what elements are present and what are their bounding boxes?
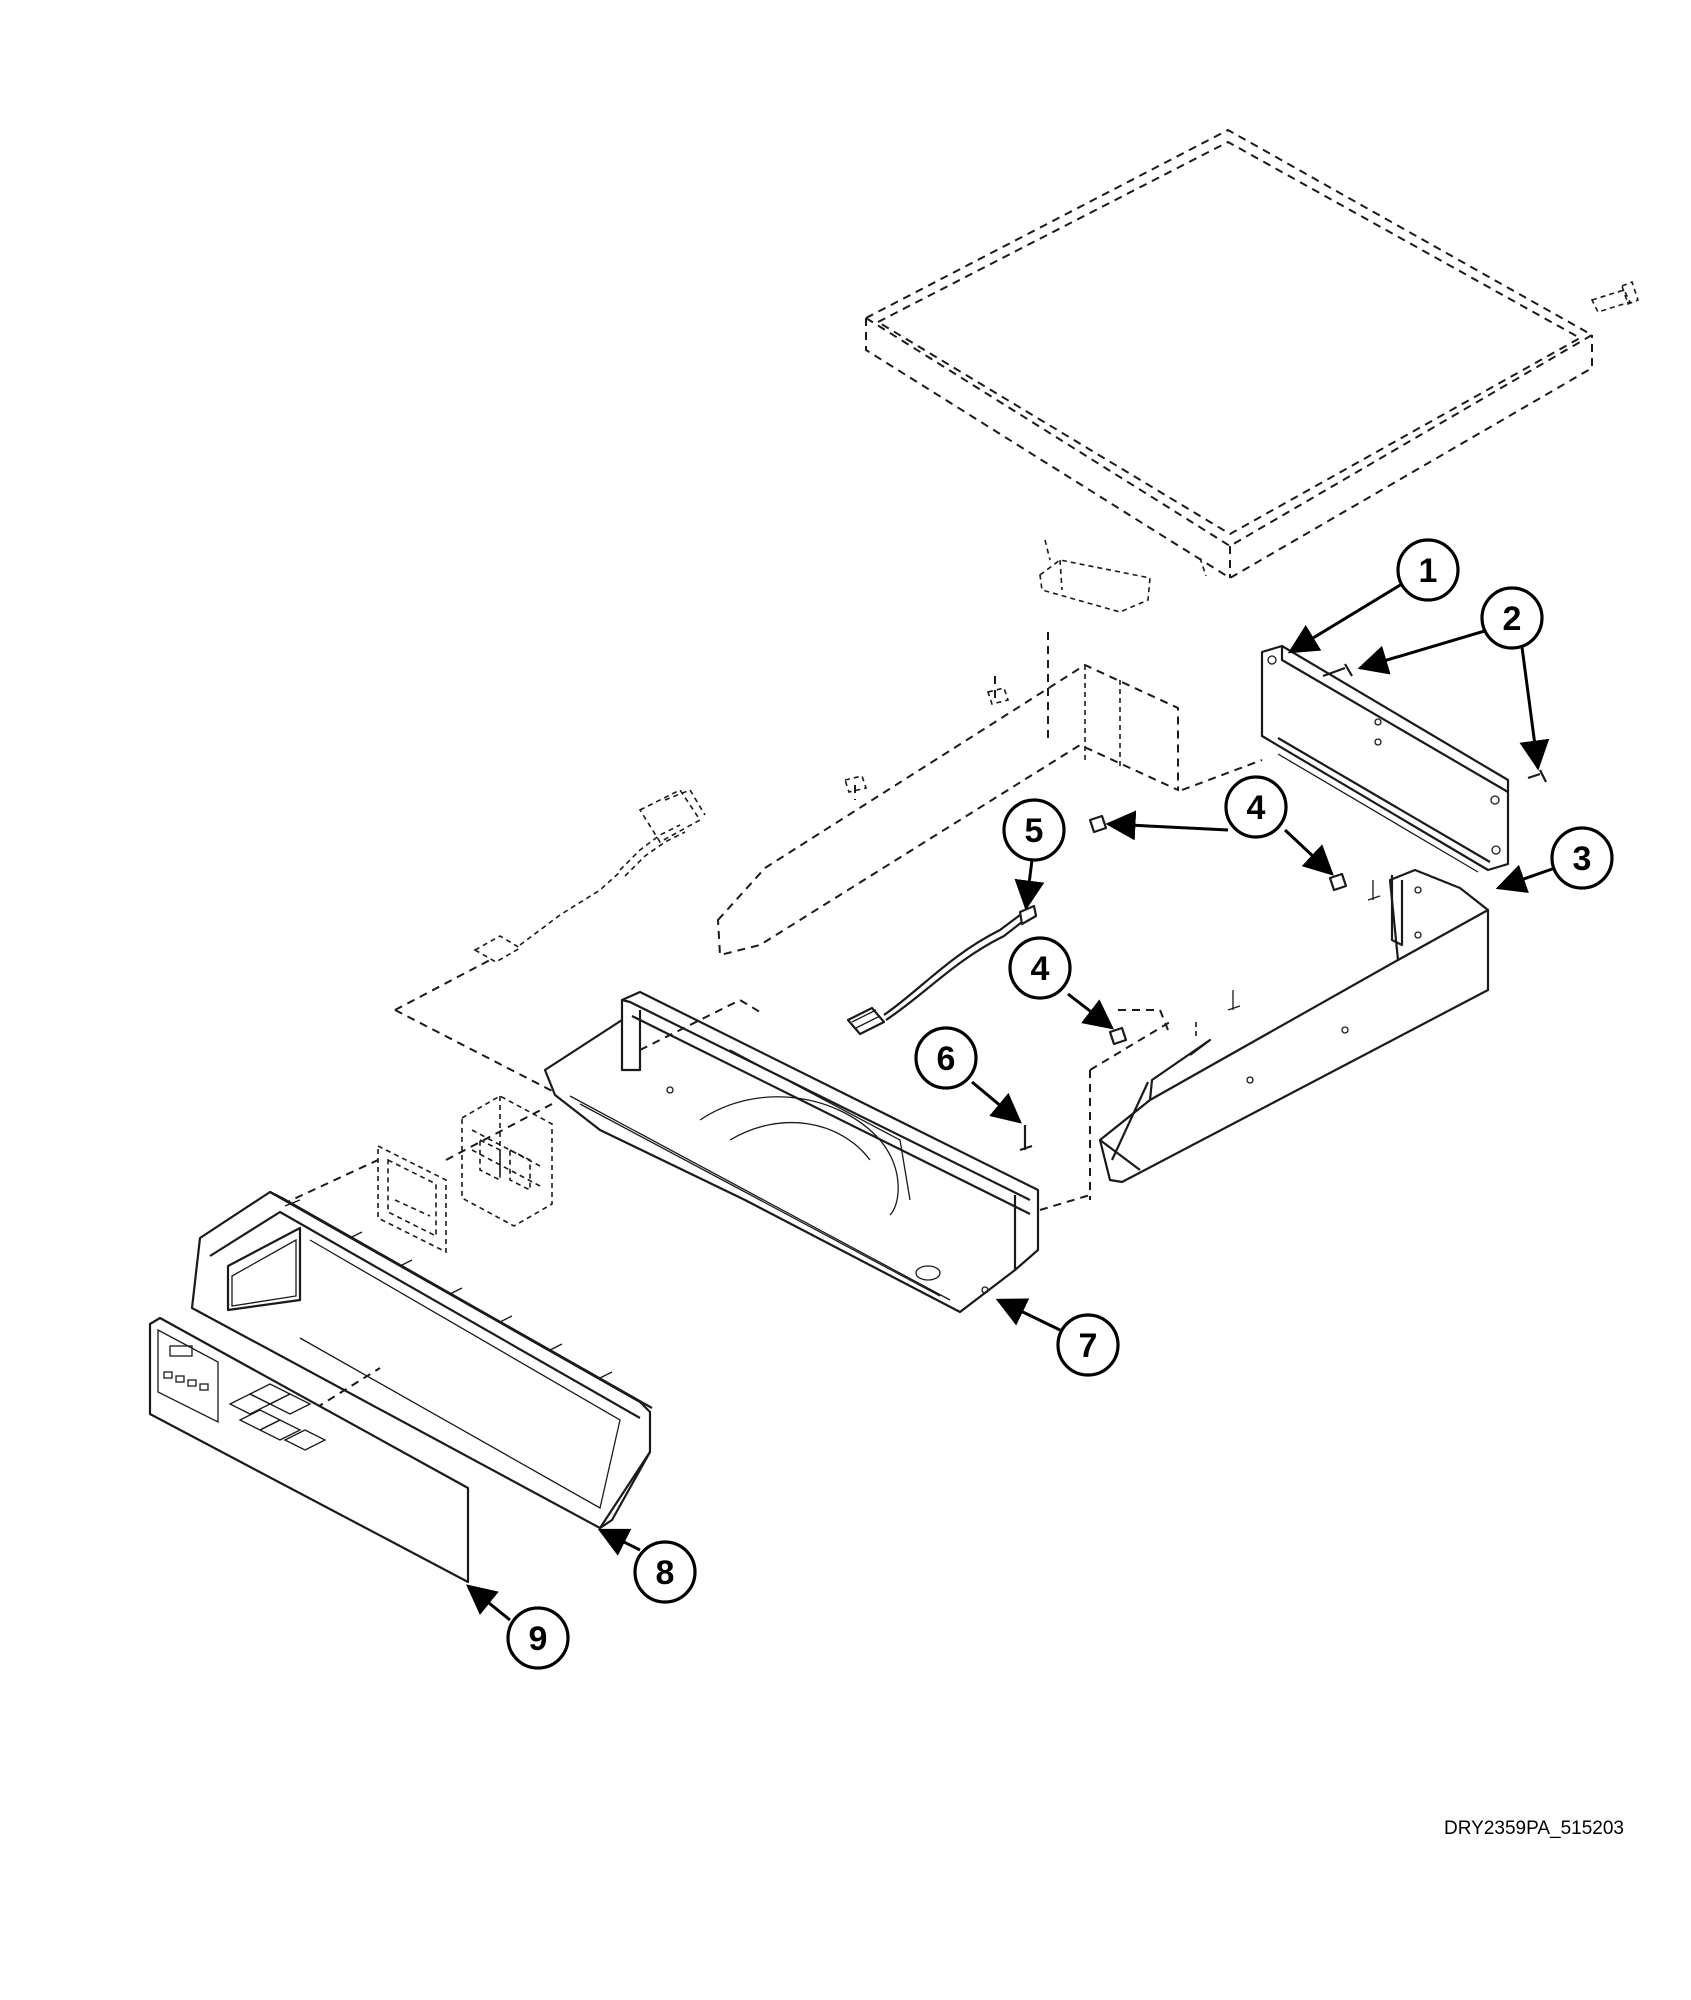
top-cover (863, 128, 1595, 580)
screw-part-6 (1019, 1125, 1033, 1152)
wire-harness-upper (394, 788, 706, 1096)
display-board (377, 1144, 447, 1254)
callout-9: 9 (506, 1606, 570, 1670)
callout-4-lower: 4 (1008, 936, 1072, 1000)
clip-part-4-b (1328, 872, 1348, 892)
clip-part-4-c (1108, 1009, 1169, 1046)
callout-7: 7 (1056, 1313, 1120, 1377)
clip-part-4-a (1088, 814, 1108, 834)
callout-8: 8 (633, 1540, 697, 1604)
clip-small-screws (1227, 880, 1381, 1011)
drawing-code: DRY2359PA_515203 (1444, 1818, 1624, 1839)
callout-5: 5 (1002, 798, 1066, 862)
hinge-bracket (1039, 539, 1151, 613)
console-housing-part-8 (190, 1190, 653, 1530)
callout-number-9: 9 (529, 1620, 548, 1658)
screw-part-2-a (1322, 663, 1353, 678)
control-overlay-part-9 (148, 1316, 470, 1584)
console-frame-part-7 (543, 990, 1091, 1314)
screw-part-2-b (1527, 769, 1547, 783)
rear-panel-part-1 (1260, 644, 1510, 873)
control-board (461, 1095, 553, 1227)
callout-3: 3 (1550, 826, 1614, 890)
callout-number-4-lower: 4 (1031, 950, 1050, 988)
callout-leaders (466, 582, 1556, 1622)
side-panel-part-3 (1089, 868, 1490, 1200)
callout-1: 1 (1396, 538, 1460, 602)
sensor-wire-part-5 (846, 904, 1038, 1036)
callout-4-upper: 4 (1224, 775, 1288, 839)
callout-number-6: 6 (937, 1040, 956, 1078)
callout-number-7: 7 (1079, 1327, 1098, 1365)
callout-number-4-upper: 4 (1247, 789, 1266, 827)
callout-number-5: 5 (1025, 812, 1044, 850)
callout-number-8: 8 (656, 1554, 675, 1592)
callout-2: 2 (1480, 586, 1544, 650)
rear-frame (716, 632, 1263, 957)
callout-number-2: 2 (1503, 600, 1522, 638)
callout-6: 6 (914, 1026, 978, 1090)
top-cover-screw-icon (1590, 280, 1639, 313)
callout-number-3: 3 (1573, 840, 1592, 878)
callout-number-1: 1 (1419, 552, 1438, 590)
